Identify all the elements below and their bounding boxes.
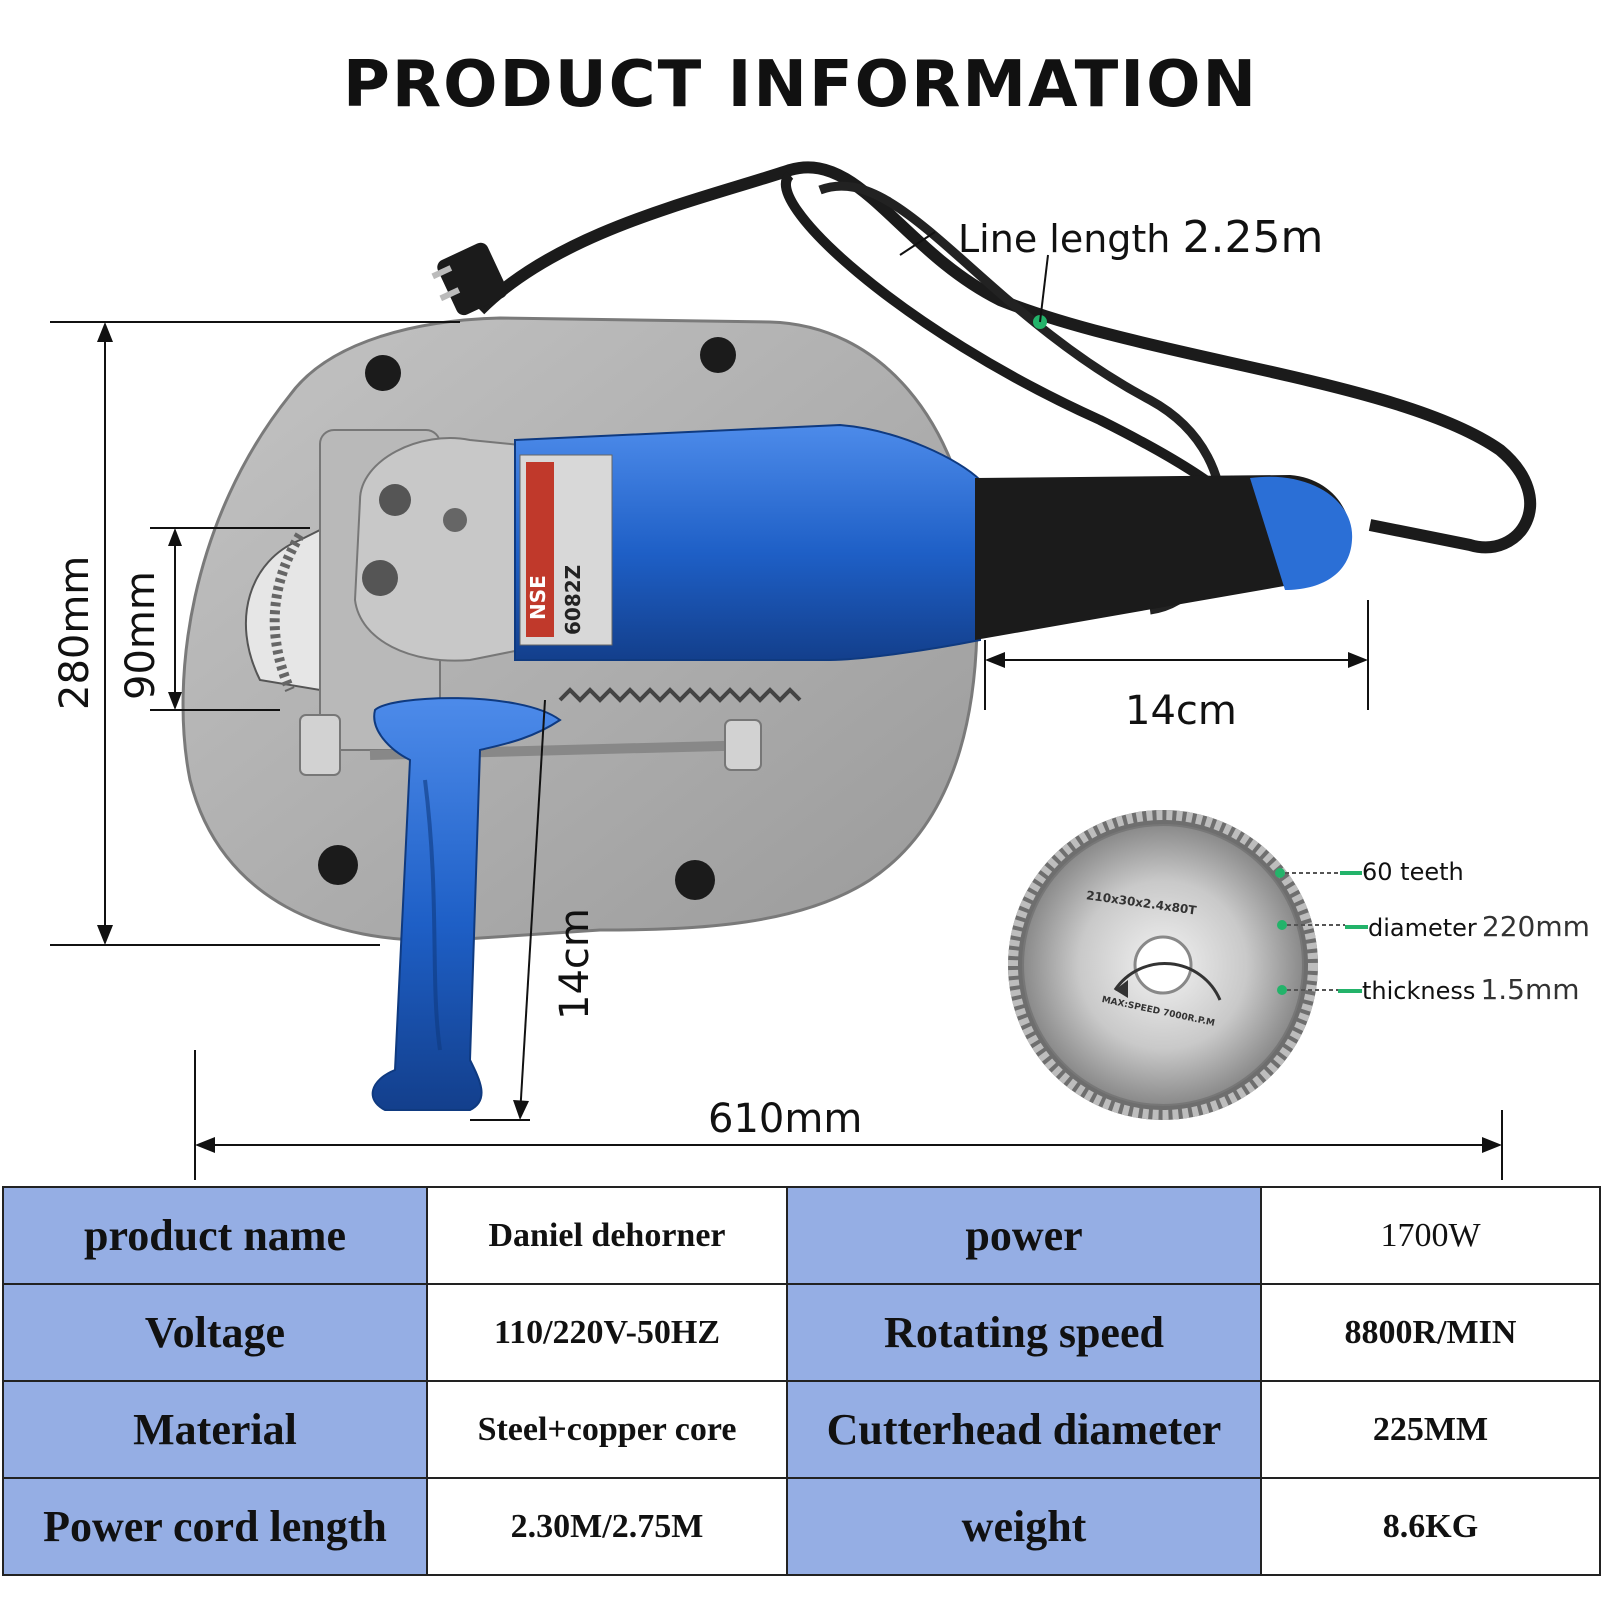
end-cap (1250, 476, 1353, 590)
table-row: product name Daniel dehorner power 1700W (2, 1186, 1601, 1285)
rear-handle (975, 475, 1351, 640)
plate-bolts (318, 337, 736, 900)
dim-height-280: 280mm (52, 555, 98, 710)
blade-thickness: thickness 1.5mm (1362, 973, 1580, 1006)
page-title: PRODUCT INFORMATION (342, 48, 1259, 122)
blade-diameter: diameter 220mm (1368, 910, 1590, 943)
spec-value: Steel+copper core (426, 1380, 788, 1479)
spec-value: 8800R/MIN (1260, 1283, 1601, 1382)
spec-value: Daniel dehorner (426, 1186, 788, 1285)
spring (558, 687, 802, 703)
blade-teeth-label: 60 teeth (1362, 858, 1464, 886)
saw-blade-opening (245, 528, 321, 692)
line-length-label: Line length 2.25m (958, 212, 1324, 263)
product-figure: NSE 6082Z 210x30x2.4x80T MAX:SPEED 7000R… (50, 161, 1536, 1180)
spec-key: Voltage (2, 1283, 428, 1382)
spec-value: 8.6KG (1260, 1477, 1601, 1576)
grinder-head (353, 437, 521, 662)
spec-value: 2.30M/2.75M (426, 1477, 788, 1576)
spec-table: product name Daniel dehorner power 1700W… (2, 1186, 1601, 1576)
side-handle (371, 697, 562, 1111)
spec-key: product name (2, 1186, 428, 1285)
spec-key: power (786, 1186, 1262, 1285)
dim-handle-14cm: 14cm (1125, 688, 1237, 734)
table-row: Power cord length 2.30M/2.75M weight 8.6… (2, 1477, 1601, 1576)
plug-icon (431, 242, 508, 316)
spec-value: 110/220V-50HZ (426, 1283, 788, 1382)
spec-key: Power cord length (2, 1477, 428, 1576)
spec-key: weight (786, 1477, 1262, 1576)
table-row: Voltage 110/220V-50HZ Rotating speed 880… (2, 1283, 1601, 1382)
motor-housing (514, 423, 981, 661)
blade-markers (1275, 868, 1368, 995)
saw-blade: 210x30x2.4x80T MAX:SPEED 7000R.P.M (1008, 810, 1318, 1120)
label-model: 6082Z (561, 565, 585, 635)
dim-side-handle-14cm: 14cm (552, 908, 598, 1020)
spec-value: 1700W (1260, 1186, 1601, 1285)
table-row: Material Steel+copper core Cutterhead di… (2, 1380, 1601, 1479)
spec-value: 225MM (1260, 1380, 1601, 1479)
dim-blade-90: 90mm (118, 571, 164, 700)
spec-key: Rotating speed (786, 1283, 1262, 1382)
label-brand: NSE (526, 575, 550, 620)
spec-key: Material (2, 1380, 428, 1479)
dim-length-610: 610mm (708, 1096, 863, 1142)
spec-key: Cutterhead diameter (786, 1380, 1262, 1479)
